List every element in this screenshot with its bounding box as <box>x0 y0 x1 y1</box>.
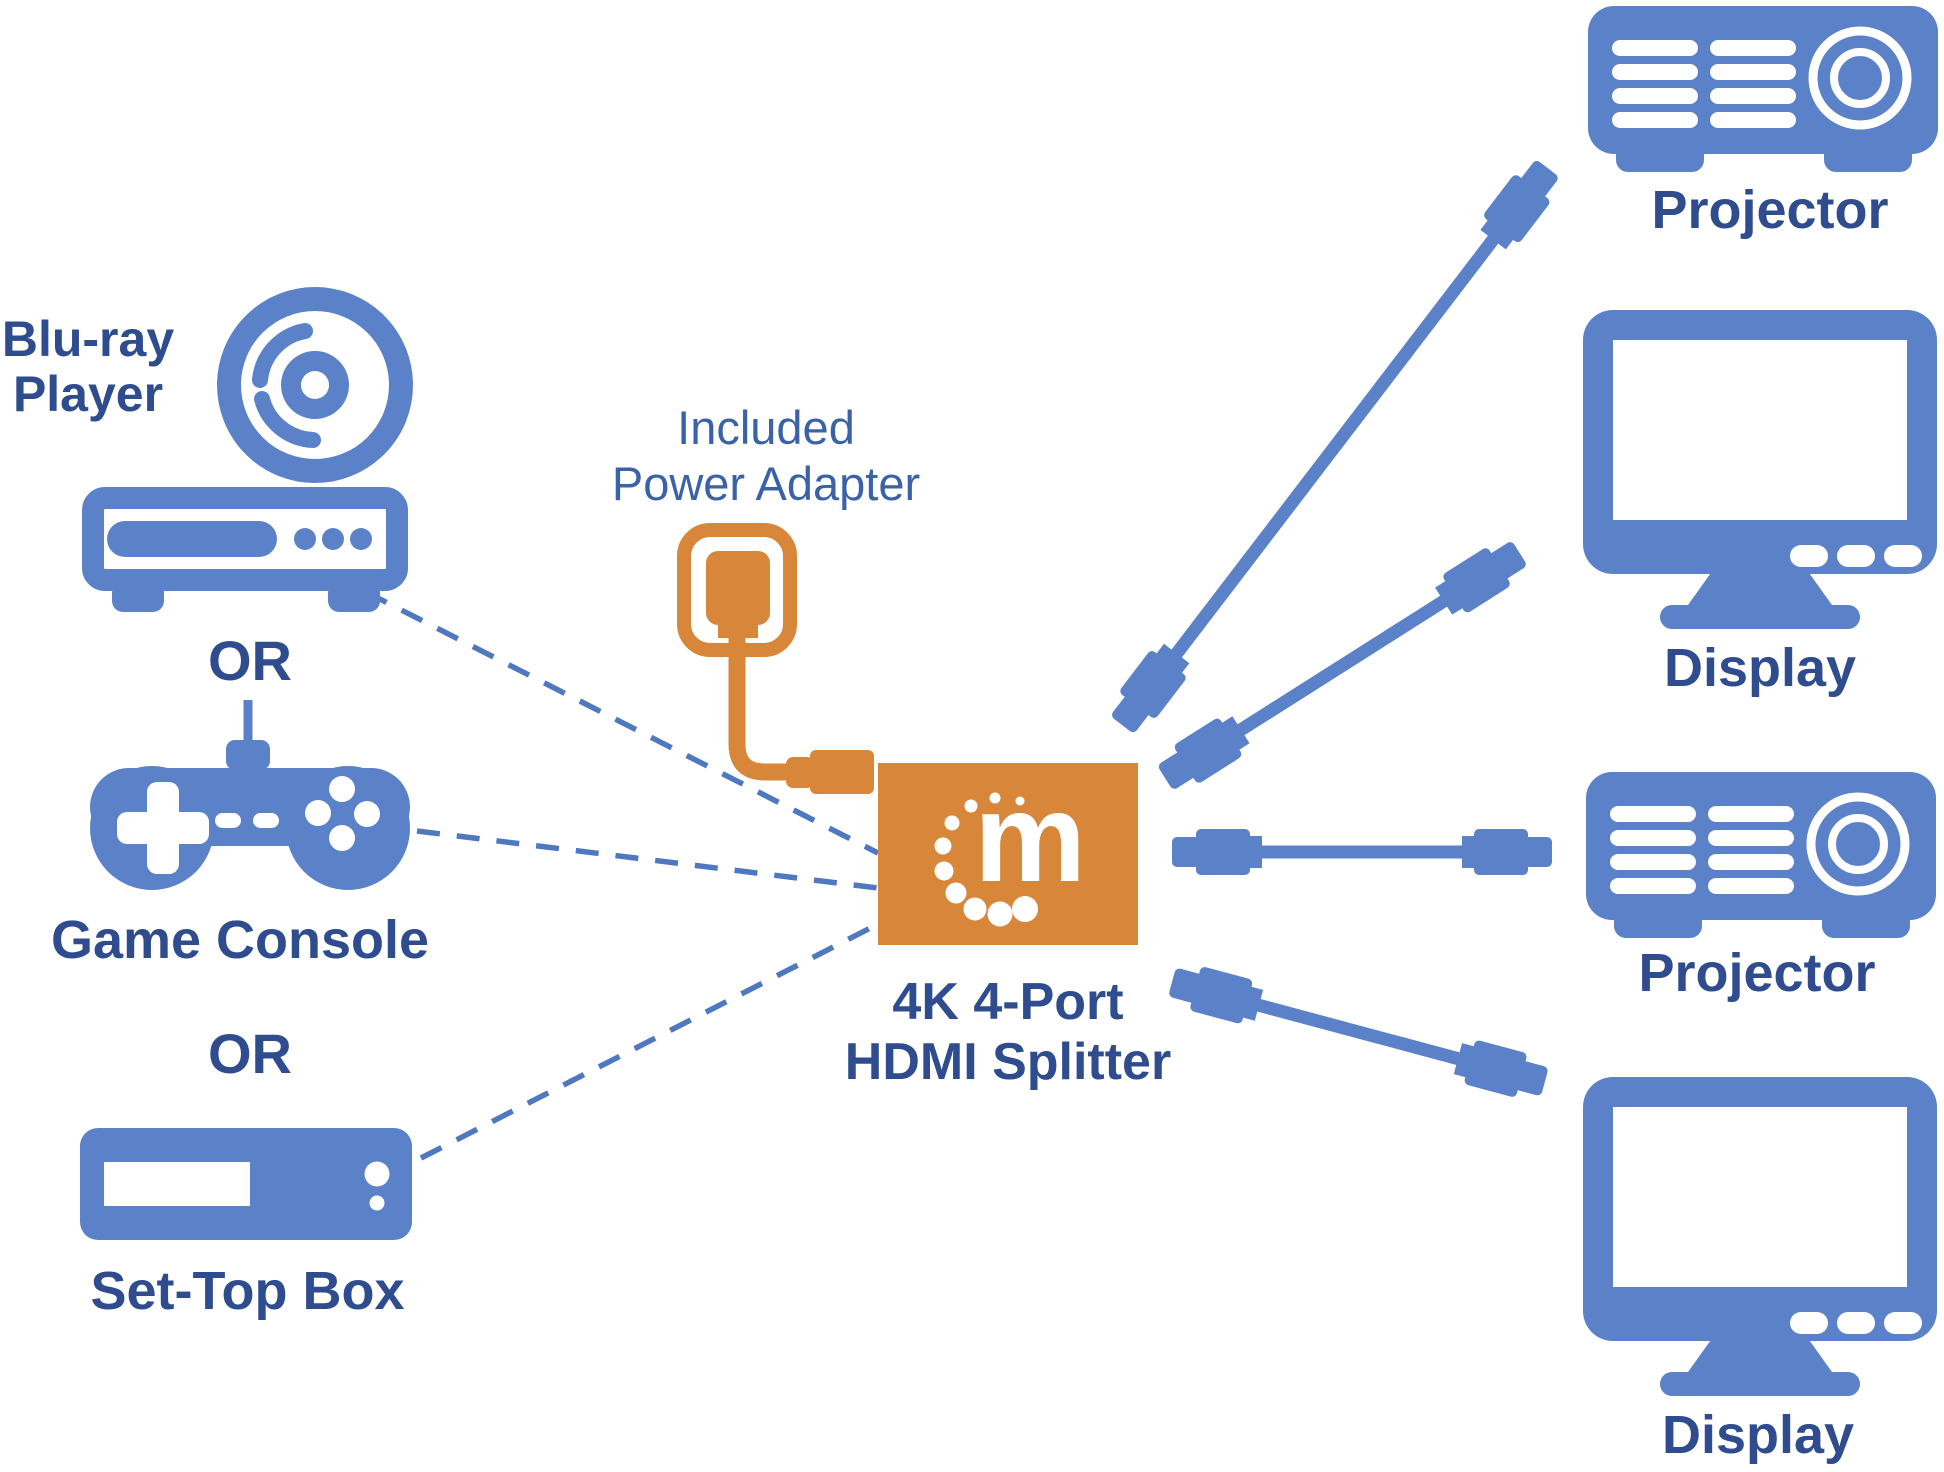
hdmi-cable-2 <box>1158 542 1526 789</box>
hdmi-cable-3 <box>1172 829 1552 875</box>
monitor-icon-top <box>1583 310 1937 629</box>
dashed-connector-lines <box>364 589 886 1161</box>
dashed-line-game-console <box>416 828 879 891</box>
power-adapter-icon <box>677 523 874 794</box>
splitter-label-line1: 4K 4-Port <box>892 973 1124 1031</box>
projector-icon-top <box>1588 6 1938 172</box>
monitor-icon-bottom <box>1583 1077 1937 1396</box>
bluray-label-line2: Player <box>12 366 164 422</box>
bluray-label-line1: Blu-ray <box>1 311 175 367</box>
dashed-line-bluray <box>364 589 880 856</box>
display-bottom-label: Display <box>1661 1405 1855 1465</box>
bluray-player-label: Blu-ray Player <box>0 312 188 422</box>
power-adapter-label: Included Power Adapter <box>566 400 966 512</box>
power-connector-body <box>810 750 874 794</box>
or-separator-1: OR <box>208 629 292 692</box>
projector-top-label: Projector <box>1651 180 1889 240</box>
bluray-disc-icon <box>217 287 413 483</box>
manhattan-logo-dots <box>934 792 1038 927</box>
splitter-label: 4K 4-Port HDMI Splitter <box>758 972 1258 1092</box>
hdmi-cable-1 <box>1112 161 1558 733</box>
power-connector-tip <box>786 757 814 788</box>
set-top-box-icon <box>80 1128 412 1240</box>
splitter-label-line2: HDMI Splitter <box>844 1033 1172 1091</box>
dashed-line-set-top-box <box>419 918 886 1161</box>
game-console-label: Game Console <box>50 910 430 970</box>
power-adapter-label-line1: Included <box>677 401 855 454</box>
or-separator-2: OR <box>208 1022 292 1085</box>
power-adapter-label-line2: Power Adapter <box>611 457 921 510</box>
bluray-player-icon <box>82 487 408 612</box>
set-top-box-label: Set-Top Box <box>90 1261 405 1321</box>
hdmi-cable-4 <box>1169 967 1548 1097</box>
projector-icon-bottom <box>1586 772 1936 938</box>
display-top-label: Display <box>1663 638 1857 698</box>
projector-bottom-label: Projector <box>1638 943 1876 1003</box>
game-controller-icon <box>90 700 410 890</box>
splitter-box-icon <box>878 763 1138 945</box>
manhattan-logo-letter: m <box>973 767 1087 908</box>
